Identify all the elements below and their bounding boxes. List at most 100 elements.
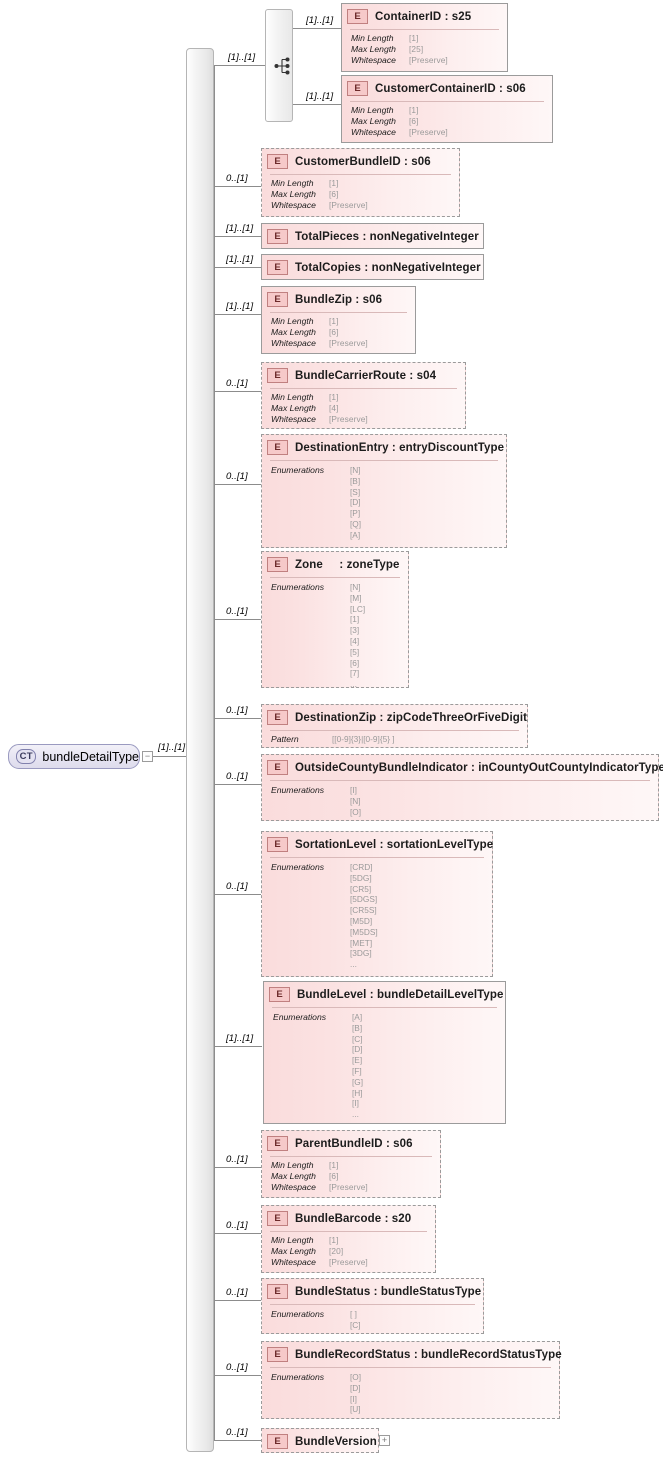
facet-value: [1]: [329, 392, 339, 402]
element-box-outsidecountybundleindicator[interactable]: E OutsideCountyBundleIndicator : inCount…: [261, 754, 663, 821]
element-badge: E: [267, 368, 288, 383]
facet-value: [Preserve]: [329, 338, 368, 348]
element-box-bundlezip[interactable]: E BundleZip : s06 Min Length[1] Max Leng…: [261, 286, 416, 354]
element-header: E DestinationEntry : entryDiscountType: [262, 435, 506, 457]
enumerations-label: Enumerations: [271, 1372, 325, 1382]
enum-value: [I]: [350, 1393, 357, 1404]
enum-value: [MET]: [350, 937, 373, 948]
connector-destinationentry: [214, 484, 262, 485]
enum-value: [CRD]: [350, 862, 373, 872]
element-header: E BundleRecordStatus : bundleRecordStatu…: [262, 1342, 562, 1364]
bundleversion-expand-toggle[interactable]: +: [379, 1435, 390, 1446]
facet-row: Min Length[1]: [271, 392, 368, 403]
facet-value: [1]: [409, 105, 419, 115]
element-box-parentbundleid[interactable]: E ParentBundleID : s06 Min Length[1] Max…: [261, 1130, 441, 1198]
choice-child-0-line: [293, 28, 341, 29]
element-box-destinationentry[interactable]: E DestinationEntry : entryDiscountType E…: [261, 434, 507, 548]
element-title: SortationLevel : sortationLevelType: [295, 838, 494, 851]
facet-row: Max Length[4]: [271, 403, 368, 414]
facet-name: Whitespace: [271, 1182, 316, 1192]
element-divider: [270, 1156, 432, 1157]
enum-value: [H]: [352, 1087, 363, 1098]
connector-bundlelevel: [214, 1046, 262, 1047]
enum-value: [I]: [352, 1098, 359, 1109]
connector-bundleversion: [214, 1440, 262, 1441]
facet-value: [25]: [409, 44, 424, 54]
element-divider: [270, 388, 457, 389]
element-box-bundlebarcode[interactable]: E BundleBarcode : s20 Min Length[1] Max …: [261, 1205, 436, 1273]
element-facets: Min Length[1] Max Length[25] Whitespace[…: [351, 33, 448, 66]
enumeration-values: [N] [B] [S] [D] [P] [Q] [A]: [350, 465, 361, 541]
element-box-bundlerecordstatus[interactable]: E BundleRecordStatus : bundleRecordStatu…: [261, 1341, 562, 1419]
root-collapse-toggle[interactable]: −: [142, 751, 153, 762]
element-box-customercontainerid[interactable]: E CustomerContainerID : s06 Min Length[1…: [341, 75, 553, 143]
facet-value: [4]: [329, 403, 339, 413]
facet-value: [6]: [329, 189, 339, 199]
element-title: DestinationEntry : entryDiscountType: [295, 441, 505, 454]
element-title: ContainerID : s25: [375, 10, 472, 23]
enum-value: [7]: [350, 668, 360, 679]
enumerations-label: Enumerations: [271, 465, 325, 475]
choice-child-0-occurrence: [1]..[1]: [306, 15, 334, 26]
facet-row: Max Length[6]: [271, 1171, 368, 1182]
element-divider: [350, 29, 499, 30]
element-header: E SortationLevel : sortationLevelType: [262, 832, 494, 854]
facet-row: Whitespace[Preserve]: [271, 338, 368, 349]
facet-name: Max Length: [351, 44, 396, 54]
element-box-totalpieces[interactable]: E TotalPieces : nonNegativeInteger: [261, 223, 484, 249]
enum-value: [N]: [350, 795, 361, 806]
element-badge: E: [267, 1347, 288, 1362]
element-box-destinationzip[interactable]: E DestinationZip : zipCodeThreeOrFiveDig…: [261, 704, 528, 748]
enum-value: [I]: [350, 785, 357, 795]
element-box-sortationlevel[interactable]: E SortationLevel : sortationLevelType En…: [261, 831, 493, 977]
facet-row: Whitespace[Preserve]: [271, 1182, 368, 1193]
element-box-bundleversion[interactable]: E BundleVersion: [261, 1428, 379, 1453]
element-divider: [270, 460, 498, 461]
element-divider: [270, 857, 484, 858]
enumeration-values: [N] [M] [LC] [1] [3] [4] [5] [6] [7] ...: [350, 582, 365, 690]
enum-value: [F]: [352, 1065, 362, 1076]
enumeration-values: [A] [B] [C] [D] [E] [F] [G] [H] [I] ...: [352, 1012, 363, 1120]
facet-value: [1]: [329, 1235, 339, 1245]
facet-row: Min Length[1]: [271, 1235, 368, 1246]
facet-row: Whitespace[Preserve]: [351, 127, 448, 138]
enum-value: [B]: [350, 475, 361, 486]
facet-row: Max Length[6]: [271, 327, 368, 338]
element-box-zone[interactable]: E Zone : zoneType Enumerations [N] [M] […: [261, 551, 409, 690]
enum-value: [D]: [352, 1044, 363, 1055]
facet-value: [1]: [329, 316, 339, 326]
element-box-bundlestatus[interactable]: E BundleStatus : bundleStatusType Enumer…: [261, 1278, 484, 1334]
facet-value: [20]: [329, 1246, 344, 1256]
element-box-containerid[interactable]: E ContainerID : s25 Min Length[1] Max Le…: [341, 3, 508, 72]
root-complextype-node[interactable]: CT bundleDetailType: [8, 744, 140, 769]
enumerations-label: Enumerations: [271, 1309, 325, 1319]
element-header: E TotalCopies : nonNegativeInteger: [262, 255, 483, 277]
element-box-bundlecarrierroute[interactable]: E BundleCarrierRoute : s04 Min Length[1]…: [261, 362, 466, 429]
enum-value: [O]: [350, 1372, 362, 1382]
enum-value: [3]: [350, 625, 360, 636]
choice-occurrence-label: [1]..[1]: [228, 52, 256, 63]
facet-row: Whitespace[Preserve]: [271, 1257, 368, 1268]
facet-row: Whitespace[Preserve]: [271, 414, 368, 425]
element-box-totalcopies[interactable]: E TotalCopies : nonNegativeInteger: [261, 254, 484, 280]
enum-value: [N]: [350, 582, 361, 592]
facet-value: [Preserve]: [329, 200, 368, 210]
enum-value: [O]: [350, 806, 362, 817]
enum-value: [E]: [352, 1055, 363, 1066]
element-badge: E: [267, 557, 288, 572]
sequence-spine: [186, 48, 214, 1452]
element-title: ParentBundleID : s06: [295, 1137, 413, 1150]
enum-value: [4]: [350, 635, 360, 646]
facet-value: [6]: [329, 1171, 339, 1181]
occurrence-bundlebarcode: 0..[1]: [226, 1220, 248, 1231]
enum-value: [S]: [350, 486, 361, 497]
choice-compositor-icon[interactable]: [274, 56, 294, 76]
facet-value: [1]: [409, 33, 419, 43]
enum-value: [A]: [350, 529, 361, 540]
element-header: E DestinationZip : zipCodeThreeOrFiveDig…: [262, 705, 527, 727]
enumeration-values: [ ] [C]: [350, 1309, 361, 1331]
element-header: E BundleZip : s06: [262, 287, 415, 309]
element-box-customerbundleid[interactable]: E CustomerBundleID : s06 Min Length[1] M…: [261, 148, 460, 217]
element-box-bundlelevel[interactable]: E BundleLevel : bundleDetailLevelType En…: [263, 981, 506, 1124]
